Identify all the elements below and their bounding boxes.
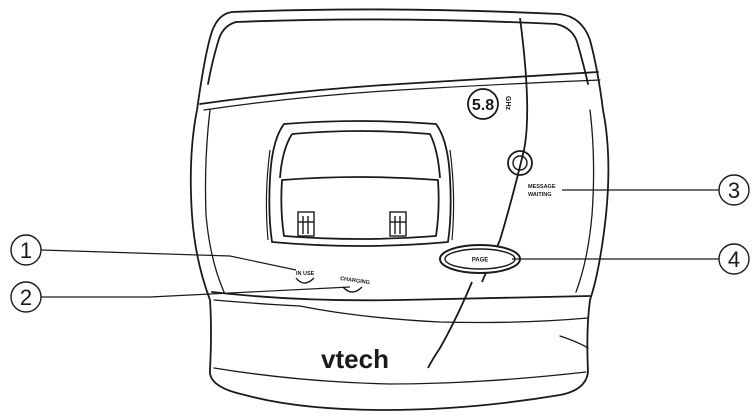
antenna-line-lower: [427, 281, 473, 369]
cradle-back-wall-left: [279, 133, 293, 179]
frequency-badge: 5.8 GHz: [467, 88, 511, 120]
callout-4-number: 4: [728, 247, 740, 272]
antenna-line: [481, 17, 529, 283]
cradle-right-rail: [449, 149, 455, 241]
brand-logo: vtech: [321, 344, 389, 374]
handset-cradle: [265, 120, 455, 247]
status-lights: IN USE CHARGING: [295, 271, 370, 293]
base-front-lip-2: [213, 299, 589, 324]
callout-1: 1: [10, 234, 297, 271]
frequency-badge-ring: [467, 88, 499, 120]
callout-2: 2: [10, 281, 351, 313]
cradle-back-wall: [291, 130, 441, 179]
base-shoulder-line: [199, 71, 599, 105]
in-use-light: [295, 277, 315, 284]
charging-contact-right: [389, 211, 407, 237]
frequency-unit: GHz: [504, 96, 511, 111]
callout-1-leader: [40, 249, 297, 271]
cradle-left-rail: [265, 149, 271, 241]
base-body: [189, 8, 610, 411]
callout-4: 4: [512, 243, 750, 275]
message-waiting-indicator: MESSAGE WAITING: [507, 150, 556, 198]
base-side-left: [204, 109, 225, 293]
base-top-rim-left: [207, 21, 237, 85]
base-outer-outline: [189, 8, 610, 411]
message-waiting-label-1: MESSAGE: [528, 184, 556, 190]
message-waiting-light-outer: [507, 150, 533, 176]
cradle-inner-seat: [280, 176, 440, 240]
message-waiting-label-2: WAITING: [528, 192, 552, 198]
base-top-rim: [235, 18, 589, 85]
charging-label: CHARGING: [340, 276, 370, 286]
base-shoulder-line-2: [203, 79, 601, 111]
frequency-number: 5.8: [472, 97, 494, 114]
charging-light: [342, 286, 363, 293]
callout-2-number: 2: [20, 285, 32, 310]
message-waiting-light-inner: [512, 155, 528, 171]
callout-3: 3: [562, 174, 750, 206]
base-front-lip: [211, 291, 591, 302]
base-bottom-panel: [213, 367, 587, 385]
page-button[interactable]: PAGE: [439, 244, 521, 274]
base-bottom-right-corner: [559, 335, 589, 349]
in-use-label: IN USE: [296, 271, 315, 277]
charging-contact-left: [297, 211, 315, 237]
cradle-outer: [268, 120, 452, 247]
callout-3-number: 3: [728, 178, 740, 203]
callout-2-leader: [41, 286, 351, 298]
base-side-right: [575, 109, 595, 293]
callout-1-number: 1: [20, 238, 32, 263]
page-button-label: PAGE: [472, 258, 489, 264]
